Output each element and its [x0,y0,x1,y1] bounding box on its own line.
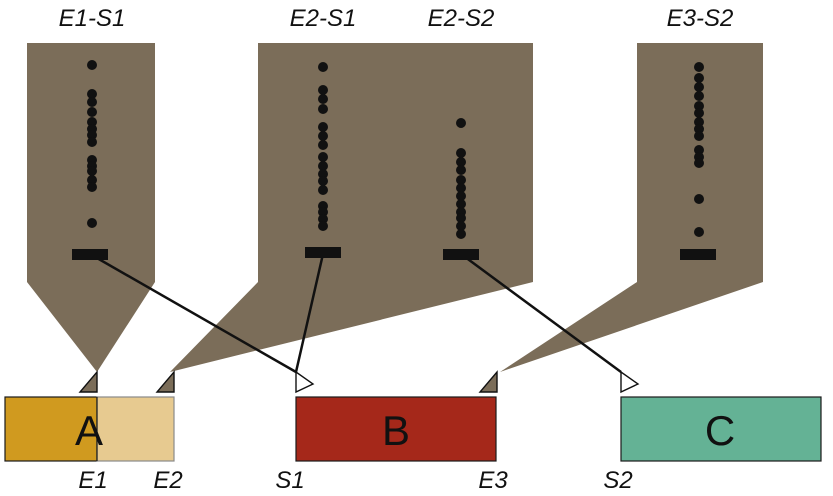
dot-e3-s2-3 [694,82,704,92]
box-b: B [295,396,497,462]
median-bar-e2-s1 [305,247,341,258]
connector-lines [89,252,622,374]
dot-e1-s1-7 [87,130,97,140]
marker-e1 [78,370,98,393]
box-b-label: B [382,407,410,454]
dot-e3-s2-10 [694,145,704,155]
box-c: C [620,396,822,462]
dot-e2-s2-6 [456,183,466,193]
dot-e1-s1-4 [87,107,97,117]
dot-e3-s2-2 [694,73,704,83]
funnel-e1-s1 [27,43,155,372]
marker-s2 [620,370,640,394]
point-label-s2: S2 [603,467,632,494]
median-bars [72,247,716,260]
dot-e1-s1-5 [87,117,97,127]
dot-e2-s1-14 [318,207,328,217]
dot-e1-s1-3 [87,97,97,107]
box-c-rect [620,396,822,462]
box-a-label: A [75,407,103,454]
column-label-e3-s2: E3-S2 [667,5,734,32]
funnel-e2 [170,43,533,372]
marker-s1 [295,370,315,394]
column-label-e2-s1: E2-S1 [290,5,357,32]
dot-e2-s2-7 [456,191,466,201]
dot-e1-s1-13 [87,182,97,192]
box-c-label: C [705,407,735,454]
dots-e2-s2 [456,118,466,239]
box-b-rect [295,396,497,462]
dot-e2-s1-4 [318,104,328,114]
dot-e3-s2-5 [694,101,704,111]
dot-e1-s1-11 [87,166,97,176]
point-label-s1: S1 [275,467,304,494]
box-a: A [4,396,175,462]
dot-e2-s2-4 [456,165,466,175]
dot-e2-s2-1 [456,118,466,128]
funnel-e3-s2 [500,43,763,372]
dot-e2-s1-1 [318,62,328,72]
dot-e2-s1-11 [318,176,328,186]
marker-e2 [155,370,175,393]
dot-e1-s1-2 [87,89,97,99]
dot-e3-s2-12 [694,158,704,168]
median-bar-e2-s2 [443,249,479,260]
dot-e3-s2-1 [694,62,704,72]
dot-e1-s1-1 [87,60,97,70]
dot-e2-s2-5 [456,175,466,185]
connector-e1-s1-to-s1 [89,252,297,374]
dot-e3-s2-6 [694,108,704,118]
dot-e2-s1-2 [318,85,328,95]
dots-e3-s2 [694,62,704,237]
dot-e3-s2-14 [694,227,704,237]
point-label-e2: E2 [153,467,182,494]
connector-e2-s1-to-s1 [294,253,325,373]
dot-e3-s2-8 [694,124,704,134]
box-a-light-segment [96,396,175,462]
point-label-e1: E1 [78,467,107,494]
dot-e2-s1-9 [318,161,328,171]
column-label-e1-s1: E1-S1 [59,5,126,32]
dot-e2-s1-10 [318,169,328,179]
dot-e2-s2-10 [456,213,466,223]
dot-e3-s2-7 [694,117,704,127]
funnel-shapes [27,43,763,372]
dot-e2-s2-12 [456,229,466,239]
dot-e2-s2-8 [456,199,466,209]
median-bar-e1-s1 [72,249,108,260]
dot-e2-s2-3 [456,157,466,167]
dot-e2-s1-15 [318,214,328,224]
dot-e2-s1-5 [318,122,328,132]
dot-e2-s2-11 [456,221,466,231]
dot-e2-s1-7 [318,140,328,150]
column-label-e2-s2: E2-S2 [428,5,495,32]
dot-e1-s1-8 [87,137,97,147]
dot-e2-s1-16 [318,221,328,231]
dot-e2-s1-12 [318,185,328,195]
marker-e3 [478,370,498,393]
dots-e2-s1 [318,62,328,231]
median-bar-e3-s2 [680,249,716,260]
point-label-e3: E3 [478,467,508,494]
dot-e3-s2-9 [694,131,704,141]
dot-e2-s2-2 [456,148,466,158]
dot-e3-s2-4 [694,91,704,101]
dot-e1-s1-12 [87,175,97,185]
dot-e2-s1-3 [318,94,328,104]
dot-e2-s1-6 [318,131,328,141]
dot-e1-s1-14 [87,218,97,228]
position-markers [78,370,640,394]
dots-e1-s1 [87,60,97,228]
dot-e3-s2-13 [694,194,704,204]
dot-e2-s1-8 [318,152,328,162]
connector-e2-s2-to-s2 [460,252,622,374]
